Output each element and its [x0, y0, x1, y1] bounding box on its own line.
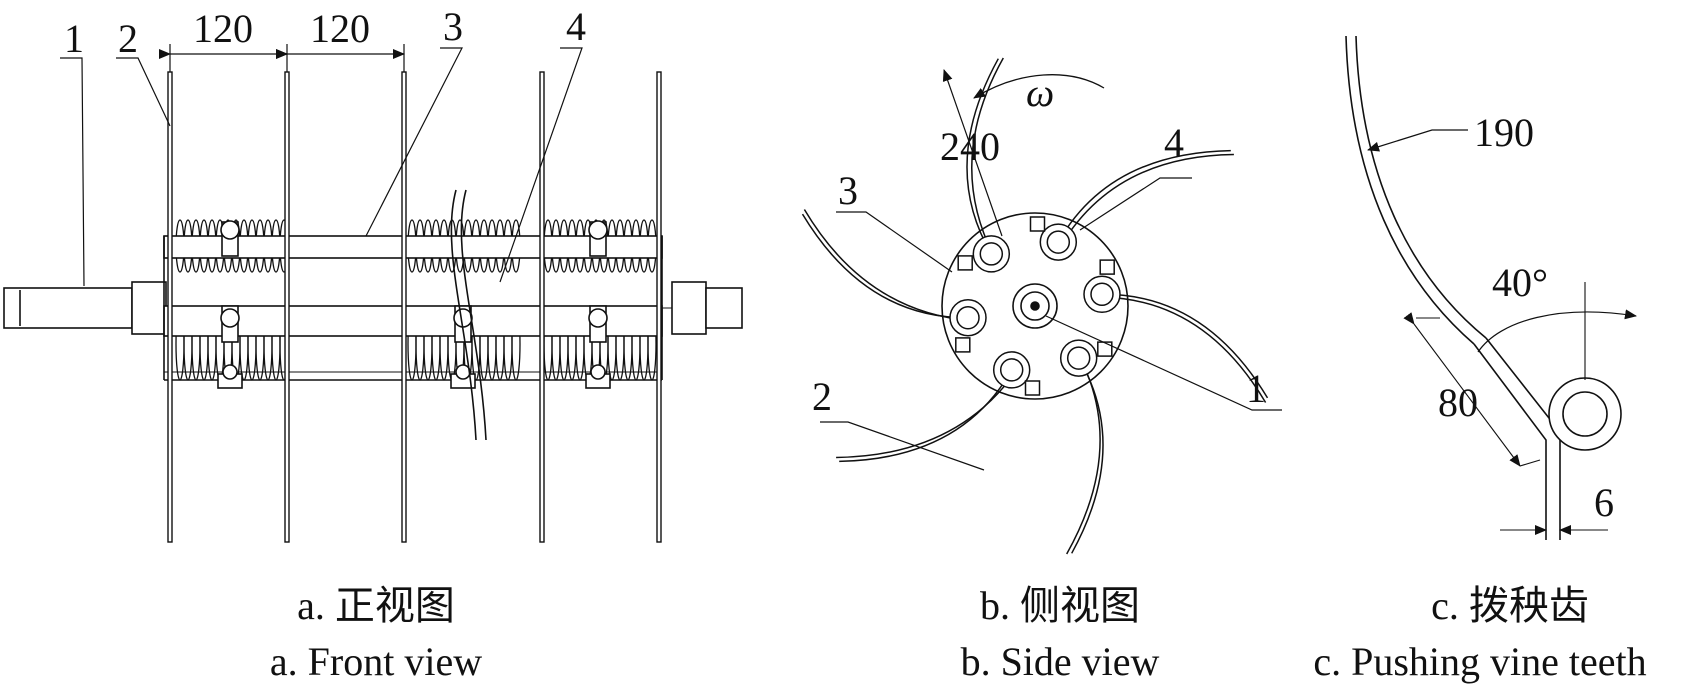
side-label-clamp: 3 [838, 168, 858, 213]
side-label-shaft: 1 [1246, 366, 1266, 411]
side-tube-ring-inner [999, 358, 1024, 382]
front-view-labels: 1 2 3 4 120 120 [64, 4, 586, 61]
side-tube-ring-inner [1066, 346, 1091, 370]
side-tube-rings [949, 216, 1121, 396]
tooth-view [1345, 35, 1637, 540]
tooth-dim-angle: 40° [1492, 260, 1548, 305]
front-dim-spacing-b: 120 [310, 6, 370, 51]
side-view [801, 57, 1282, 555]
side-bolt [1097, 341, 1113, 357]
side-tine-edge [971, 57, 1004, 258]
caption-tooth-en: c. Pushing vine teeth [1313, 639, 1647, 684]
tooth-dim-wire-dia: 6 [1594, 480, 1614, 525]
side-omega: ω [1026, 70, 1054, 115]
front-label-support: 4 [566, 4, 586, 49]
side-tube-ring-inner [956, 305, 980, 330]
caption-front-cn: a. 正视图 [297, 583, 455, 628]
side-label-tooth: 2 [812, 374, 832, 419]
caption-front-en: a. Front view [269, 639, 483, 684]
side-tube-ring-inner [979, 242, 1004, 266]
front-dimensions [159, 44, 405, 72]
side-bolt [1029, 216, 1046, 232]
side-tine-edge [803, 209, 972, 322]
side-tine [966, 58, 999, 255]
side-rotation-arrow [973, 74, 1105, 99]
side-tube-ring-inner [1046, 230, 1071, 254]
side-leaders [820, 177, 1282, 471]
side-tine-edge [1066, 360, 1101, 555]
side-bolt [1024, 380, 1041, 396]
caption-tooth-cn: c. 拨秧齿 [1431, 583, 1589, 628]
tooth-radius-leader [1367, 129, 1468, 152]
front-leaders [60, 47, 583, 287]
tooth-view-labels: 190 40° 80 6 [1438, 110, 1614, 525]
side-view-labels: ω 240 3 4 1 2 [812, 70, 1266, 419]
side-tines [801, 57, 1269, 555]
front-dim-spacing-a: 120 [193, 6, 253, 51]
caption-side-cn: b. 侧视图 [980, 583, 1140, 628]
side-label-plate: 4 [1164, 120, 1184, 165]
side-bolt [955, 337, 971, 353]
side-tine [1057, 149, 1231, 243]
front-label-shaft: 1 [64, 16, 84, 61]
side-tine [839, 369, 1013, 463]
tooth-angle-arc [1477, 309, 1637, 353]
side-tine-edge [1104, 296, 1267, 403]
caption-side-en: b. Side view [960, 639, 1160, 684]
front-clamps [217, 220, 611, 389]
tooth-dim-bend-radius: 190 [1474, 110, 1534, 155]
tooth-coil [1548, 377, 1622, 451]
side-tube-ring-inner [1090, 282, 1114, 307]
front-label-tooth: 2 [118, 16, 138, 61]
side-bolt [957, 255, 973, 271]
side-bolt [1099, 259, 1115, 275]
front-label-bar: 3 [443, 4, 463, 49]
side-tine [1101, 293, 1269, 399]
tooth-dim-length: 80 [1438, 380, 1478, 425]
front-shaft [3, 281, 743, 335]
side-tine-edge [1060, 153, 1234, 246]
tooth-curved-arm [1345, 35, 1475, 345]
front-view [3, 44, 743, 543]
side-dim-radius: 240 [940, 124, 1000, 169]
side-tine-edge [836, 372, 1016, 459]
front-vine-stalk [450, 189, 477, 441]
